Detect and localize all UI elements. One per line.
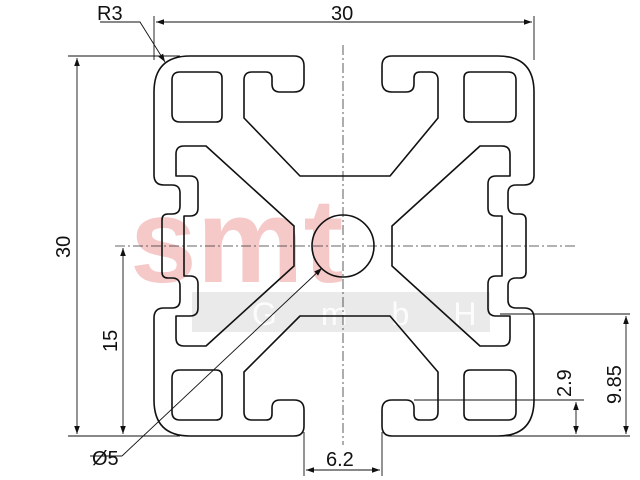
center-bore <box>311 214 375 278</box>
watermark: smt GmbH <box>130 174 520 332</box>
label-slot-depth: 2.9 <box>554 369 576 397</box>
dimension-labels: R3 30 30 15 Ø5 6.2 2.9 9.85 <box>53 3 626 471</box>
label-radius: R3 <box>97 3 123 25</box>
chamber-left <box>175 145 295 347</box>
pocket-top-left <box>171 71 223 123</box>
label-height: 30 <box>53 236 75 258</box>
chamber-right <box>391 145 511 347</box>
profile-outline <box>153 55 535 437</box>
label-hole-diameter: Ø5 <box>92 448 119 470</box>
label-width: 30 <box>331 3 353 25</box>
label-slot-width: 6.2 <box>326 449 354 471</box>
diameter-leader <box>121 267 323 457</box>
pocket-top-right <box>463 71 517 123</box>
label-slot-offset: 9.85 <box>604 365 626 404</box>
dimension-lines <box>68 16 630 476</box>
pocket-bottom-left <box>171 369 223 421</box>
label-center-height: 15 <box>100 330 122 352</box>
watermark-logo: smt <box>130 174 343 308</box>
radius-leader <box>100 21 166 63</box>
watermark-band <box>192 292 490 332</box>
center-lines <box>115 45 575 445</box>
watermark-subtext: GmbH <box>252 296 520 332</box>
pocket-bottom-right <box>463 369 517 421</box>
